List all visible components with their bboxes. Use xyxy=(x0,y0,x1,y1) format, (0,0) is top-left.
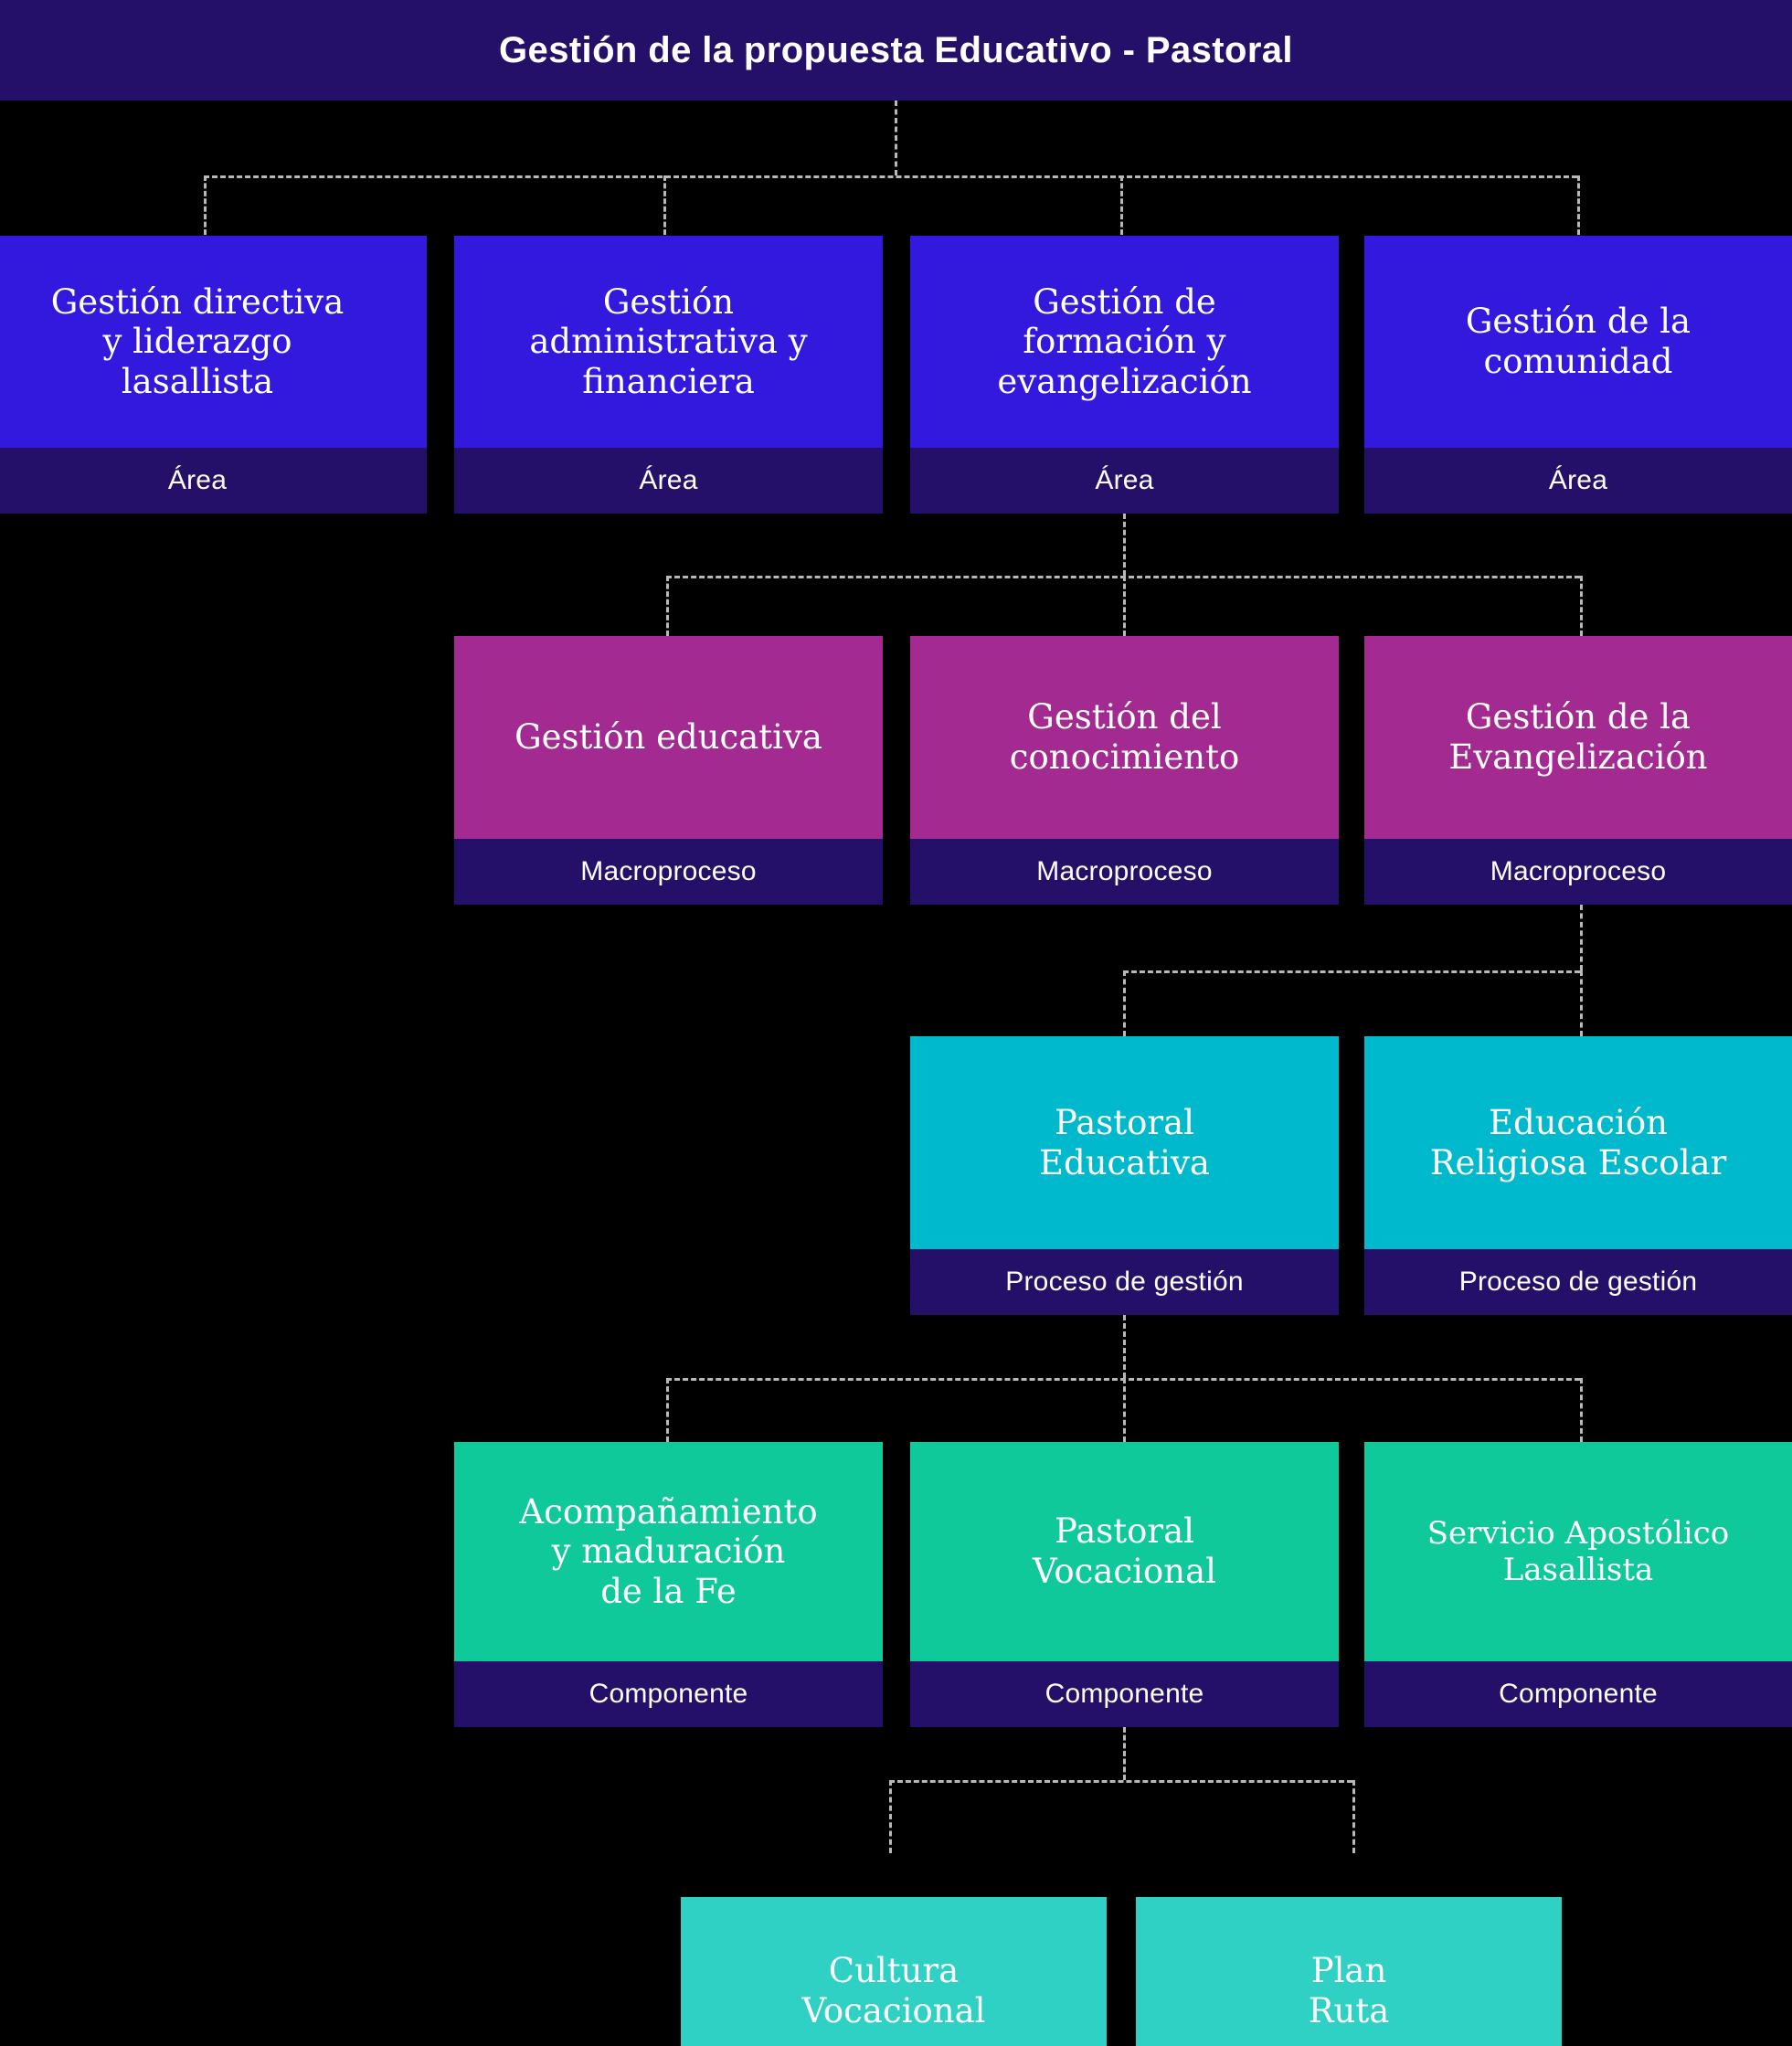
connector-level3-drop-1 xyxy=(1123,970,1126,1036)
connector-level1-bus xyxy=(204,175,1577,178)
node-title: Gestión educativa xyxy=(514,717,822,758)
connector-level2-drop-1 xyxy=(666,576,669,636)
node-type-label: Área xyxy=(910,448,1339,514)
connector-leaf-drop-2 xyxy=(1352,1780,1355,1853)
node-type-label: Área xyxy=(0,448,427,514)
connector-leaf-bus xyxy=(889,1780,1352,1783)
connector-level4-stem xyxy=(1123,1315,1126,1378)
connector-level4-drop-1 xyxy=(666,1378,669,1442)
connector-level1-drop-3 xyxy=(1120,175,1123,235)
node-type-label: Proceso de gestión xyxy=(1364,1249,1792,1315)
node-type-label: Componente xyxy=(1364,1661,1792,1727)
node-macroproceso-gestion-educativa[interactable]: Gestión educativa Macroproceso xyxy=(454,636,883,905)
node-type-label: Macroproceso xyxy=(454,839,883,905)
connector-leaf-stem xyxy=(1123,1727,1126,1780)
connector-level2-stem xyxy=(1123,514,1126,576)
connector-level3-stem xyxy=(1580,905,1583,970)
node-type-label: Macroproceso xyxy=(1364,839,1792,905)
connector-level1-drop-2 xyxy=(663,175,666,235)
node-type-label: Componente xyxy=(910,1661,1339,1727)
node-type-label: Componente xyxy=(454,1661,883,1727)
connector-level1-drop-1 xyxy=(204,175,207,235)
node-type-label: Macroproceso xyxy=(910,839,1339,905)
connector-level1-drop-4 xyxy=(1577,175,1580,235)
connector-root-stem xyxy=(895,101,897,175)
connector-level2-drop-2 xyxy=(1123,576,1126,636)
connector-level4-drop-3 xyxy=(1580,1378,1583,1442)
page-title: Gestión de la propuesta Educativo - Past… xyxy=(499,29,1293,70)
connector-level4-drop-2 xyxy=(1123,1378,1126,1442)
node-type-label: Proceso de gestión xyxy=(910,1249,1339,1315)
node-type-label: Área xyxy=(1364,448,1792,514)
node-type-label: Área xyxy=(454,448,883,514)
connector-level3-bus xyxy=(1123,970,1580,973)
connector-level2-drop-3 xyxy=(1580,576,1583,636)
chart-header: Gestión de la propuesta Educativo - Past… xyxy=(0,0,1792,101)
connector-leaf-drop-1 xyxy=(889,1780,892,1853)
connector-level3-drop-2 xyxy=(1580,970,1583,1036)
